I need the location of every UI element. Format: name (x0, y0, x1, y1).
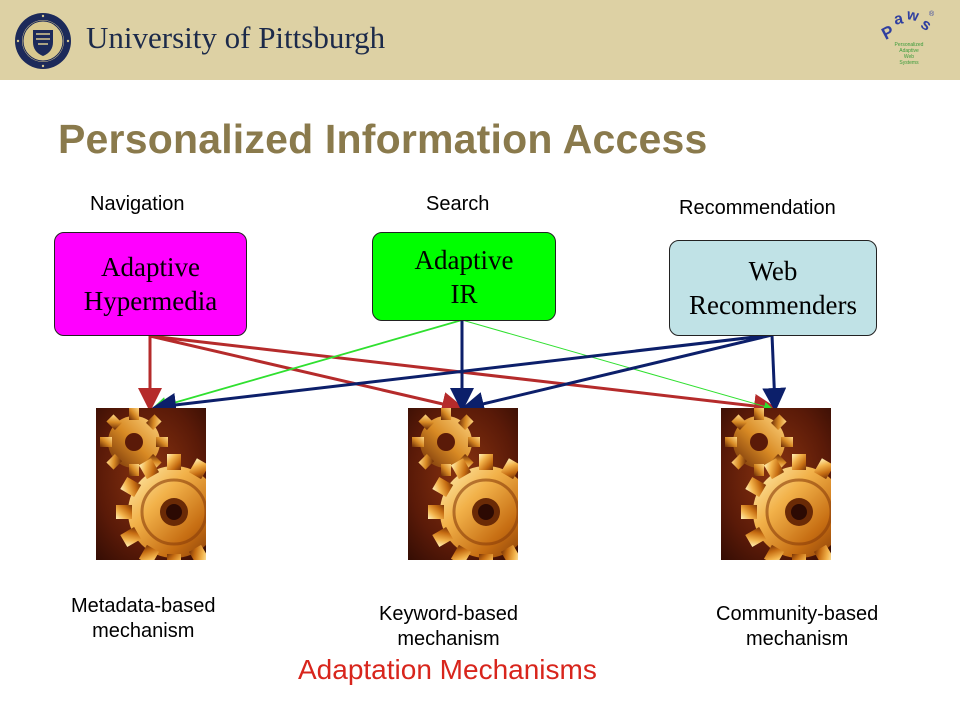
paws-letter-s: s (917, 16, 934, 35)
paws-tagline-4: Systems (899, 60, 919, 66)
paws-registered-mark: ® (929, 10, 935, 18)
arrow-recommenders-to-metadata (152, 333, 773, 417)
mechanism-label-community: Community-based mechanism (716, 602, 878, 652)
arrow-hypermedia-to-keyword (149, 334, 466, 416)
gear-icon (96, 408, 206, 560)
category-label-navigation: Navigation (90, 193, 185, 215)
paws-logo-icon: P a w s ® Personalized Adaptive Web Syst… (878, 6, 935, 66)
adaptive-hypermedia-box: Adaptive Hypermedia (54, 232, 247, 336)
mechanism-label-keyword: Keyword-based mechanism (379, 602, 518, 652)
university-seal-icon (15, 13, 71, 69)
mechanism-line: Keyword-based (379, 603, 518, 625)
category-label-recommendation: Recommendation (679, 197, 836, 219)
box-line: Recommenders (689, 290, 857, 320)
box-line: IR (450, 278, 478, 309)
category-label-search: Search (426, 193, 490, 215)
mechanism-line: Metadata-based (71, 595, 216, 617)
adaptive-ir-box: Adaptive IR (372, 232, 556, 321)
mechanism-line: mechanism (397, 628, 500, 650)
university-name: University of Pittsburgh (86, 20, 386, 55)
gear-icon (721, 408, 831, 560)
box-line: Web (748, 256, 798, 286)
adaptation-mechanisms-label: Adaptation Mechanisms (298, 654, 597, 685)
paws-tagline-1: Personalized (895, 42, 924, 48)
gear-icon (408, 408, 518, 560)
box-line: Hypermedia (83, 286, 218, 316)
mechanism-line: mechanism (746, 628, 849, 650)
mechanism-line: Community-based (716, 603, 879, 625)
arrow-recommenders-to-keyword (460, 333, 773, 416)
box-line: Adaptive (414, 244, 514, 275)
header-band: University of Pittsburgh P a w s ® Perso… (0, 0, 960, 80)
arrow-recommenders-to-community (762, 334, 787, 412)
slide-title: Personalized Information Access (58, 116, 708, 162)
mechanism-line: mechanism (92, 620, 195, 642)
box-line: Adaptive (101, 252, 200, 282)
paws-tagline-2: Adaptive (899, 48, 919, 54)
web-recommenders-box: Web Recommenders (669, 240, 877, 336)
paws-letter-a: a (893, 10, 905, 28)
arrow-hypermedia-to-community (149, 334, 778, 418)
paws-letter-w: w (904, 6, 920, 25)
paws-tagline-3: Web (904, 54, 914, 60)
mechanism-label-metadata: Metadata-based mechanism (71, 594, 216, 644)
